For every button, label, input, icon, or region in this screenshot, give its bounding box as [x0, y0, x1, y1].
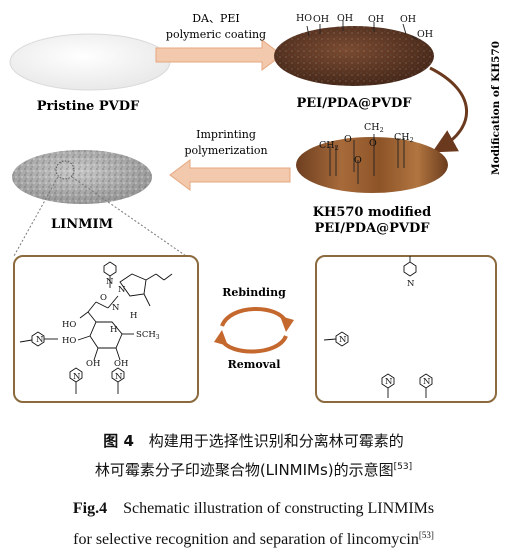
cavity-labels: N N N N — [339, 279, 431, 387]
caption-en-line-1: Fig.4 Schematic illustration of construc… — [0, 500, 507, 518]
silane-grafts — [329, 134, 405, 184]
svg-text:OH: OH — [114, 359, 128, 369]
svg-text:H: H — [110, 325, 117, 335]
imprint-arrow — [169, 159, 291, 191]
cycle-arrows — [220, 307, 288, 354]
svg-text:OH: OH — [313, 14, 329, 25]
coating-step-label-2: polymeric coating — [166, 28, 266, 41]
caption-en-ref: [53] — [418, 530, 434, 540]
caption-cn-ref: [53] — [393, 462, 413, 472]
svg-text:HO: HO — [62, 336, 76, 346]
svg-text:N: N — [73, 372, 81, 382]
linmim-label: LINMIM — [51, 217, 113, 232]
pristine-membrane — [9, 33, 171, 91]
caption-cn-line-2: 林可霉素分子印迹聚合物(LINMIMs)的示意图[53] — [0, 459, 507, 480]
svg-text:N: N — [407, 279, 415, 289]
svg-text:O: O — [100, 293, 107, 303]
svg-text:N: N — [385, 377, 393, 387]
zoom-line-right — [71, 176, 187, 257]
cavity-functional-monomers — [323, 256, 433, 398]
svg-text:O: O — [344, 134, 352, 145]
svg-text:N: N — [36, 335, 44, 345]
svg-text:H: H — [130, 311, 137, 321]
lincomycin-structure — [19, 261, 173, 394]
hydroxyl-groups: HO OH OH OH OH OH — [296, 13, 433, 41]
svg-text:OH: OH — [368, 14, 384, 25]
bound-template-box — [13, 255, 199, 403]
svg-text:N: N — [339, 335, 347, 345]
svg-text:OH: OH — [400, 14, 416, 25]
cycle-arrowhead-right — [280, 316, 294, 332]
schematic-figure: Pristine PVDF DA、PEI polymeric coating H… — [9, 12, 502, 403]
svg-text:SCH3: SCH3 — [136, 330, 160, 341]
svg-text:CH2: CH2 — [319, 140, 339, 152]
svg-text:N: N — [118, 285, 126, 295]
empty-cavity-box — [315, 255, 497, 403]
coating-arrow — [155, 39, 283, 71]
svg-text:HO: HO — [296, 13, 312, 24]
modification-label: Modification of KH570 — [490, 41, 502, 175]
svg-text:OH: OH — [86, 359, 100, 369]
svg-text:HO: HO — [62, 320, 76, 330]
caption-cn-text-2: 林可霉素分子印迹聚合物(LINMIMs)的示意图 — [94, 461, 394, 479]
imprint-step-label-2: polymerization — [184, 144, 267, 157]
svg-text:OH: OH — [337, 13, 353, 24]
imprint-step-label: Imprinting — [196, 128, 256, 141]
lincomycin-labels: N N O N H HO H SCH3 N HO OH OH N N — [36, 277, 160, 382]
silane-labels: CH2 O CH2 O O CH2 — [319, 122, 414, 166]
zoom-marker — [55, 160, 75, 180]
caption-cn-label: 图 4 — [103, 432, 134, 450]
coating-step-label: DA、PEI — [192, 12, 240, 25]
pristine-label: Pristine PVDF — [37, 99, 140, 114]
coated-label: PEI/PDA@PVDF — [296, 96, 412, 111]
svg-text:O: O — [369, 138, 377, 149]
rebinding-label: Rebinding — [222, 286, 286, 299]
caption-en-text-2: for selective recognition and separation… — [73, 531, 419, 548]
svg-text:N: N — [115, 372, 123, 382]
zoom-line-left — [13, 176, 59, 257]
modification-arrow — [429, 66, 468, 153]
svg-text:CH2: CH2 — [364, 122, 384, 134]
svg-text:OH: OH — [417, 29, 433, 40]
caption-en-line-2: for selective recognition and separation… — [0, 530, 507, 549]
svg-text:CH2: CH2 — [394, 132, 414, 144]
caption-cn-line-1: 图 4 构建用于选择性识别和分离林可霉素的 — [0, 430, 507, 451]
svg-text:N: N — [423, 377, 431, 387]
kh570-label-2: PEI/PDA@PVDF — [314, 221, 430, 236]
caption-cn-text-1: 构建用于选择性识别和分离林可霉素的 — [148, 432, 404, 450]
svg-text:N: N — [112, 303, 120, 313]
removal-label: Removal — [228, 358, 281, 371]
caption-en-label: Fig.4 — [72, 500, 108, 517]
caption-en-text-1: Schematic illustration of constructing L… — [123, 500, 435, 517]
kh570-membrane — [296, 137, 448, 193]
cycle-arrowhead-left — [214, 330, 228, 346]
svg-text:N: N — [106, 277, 114, 287]
svg-text:O: O — [354, 155, 362, 166]
kh570-label: KH570 modified — [313, 205, 432, 220]
